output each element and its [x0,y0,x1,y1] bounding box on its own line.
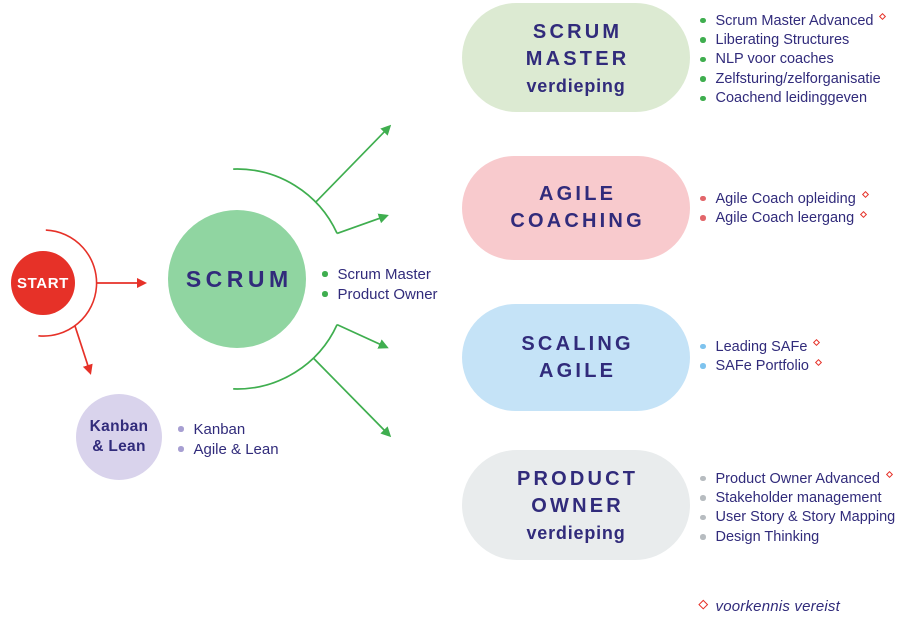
scrum-label: SCRUM [185,265,293,292]
bullet-icon [700,37,706,43]
course-item: NLP voor coaches [700,50,885,69]
bullet-icon [700,495,706,501]
course-item: Agile Coach opleiding [700,189,869,208]
pill-title-line: AGILE [539,183,617,205]
course-item: Scrum Master [322,264,438,284]
course-label: Zelfsturing/zelforganisatie [715,70,881,87]
prerequisite-diamond-icon [861,191,869,199]
course-item: Leading SAFe [700,337,821,356]
course-label: Leading SAFe [715,338,808,355]
start-arc [38,229,98,337]
arrow-scrum-to-scrum-master [315,124,392,203]
bullet-icon [700,95,706,101]
bullet-icon [700,514,706,521]
path-pill-scrum-master: SCRUM MASTER verdieping [462,3,690,112]
course-label: Kanban [193,420,246,438]
prerequisite-diamond-icon [885,471,893,479]
course-item: Product Owner Advanced [700,469,895,488]
course-label: Design Thinking [715,528,820,545]
course-item: SAFe Portfolio [700,356,823,375]
course-item: Agile & Lean [178,439,279,459]
course-label: Agile & Lean [193,440,279,458]
kanban-label-line1: Kanban [89,418,149,435]
bullet-icon [700,363,706,369]
bullet-icon [178,446,184,452]
course-list-kanban-lean: Kanban Agile & Lean [178,419,279,459]
course-label: NLP voor coaches [715,51,834,68]
course-list-product-owner: Product Owner Advanced Stakeholder manag… [700,469,895,547]
course-list-scrum: Scrum Master Product Owner [322,264,438,304]
course-label: Scrum Master [337,265,431,283]
bullet-icon [322,291,328,297]
course-item: Coachend leidinggeven [700,89,885,108]
course-label: Coachend leidinggeven [715,90,868,107]
course-item: Stakeholder management [700,488,895,507]
course-label: Agile Coach leergang [715,210,855,227]
course-label: Product Owner [337,285,438,303]
start-label: START [17,274,69,292]
course-item: Kanban [178,419,279,439]
legend-label: voorkennis vereist [715,598,840,615]
course-item: Liberating Structures [700,30,885,49]
course-label: Product Owner Advanced [715,470,880,487]
course-item: Design Thinking [700,527,895,546]
course-item: Product Owner [322,284,438,304]
course-item: Scrum Master Advanced [700,11,887,30]
bullet-icon [700,215,706,221]
start-node: START [11,251,75,315]
arrow-scrum-to-product-owner [312,357,392,438]
prerequisite-diamond-icon [814,358,823,366]
course-label: SAFe Portfolio [715,358,810,375]
pill-title-line: AGILE [539,359,617,382]
bullet-icon [700,56,706,63]
kanban-lean-node: Kanban & Lean [76,394,162,480]
kanban-label-line2: & Lean [92,438,146,455]
pill-title-line: SCALING [521,332,634,355]
bullet-icon [700,534,706,540]
arrow-start-to-kanban [74,325,93,375]
pill-title-line: SCRUM [532,20,623,43]
bullet-icon [700,17,706,24]
prerequisite-diamond-icon [698,599,708,610]
prerequisite-legend: voorkennis vereist [698,598,840,615]
course-item: Agile Coach leergang [700,208,868,227]
course-item: User Story & Story Mapping [700,508,895,527]
bullet-icon [700,195,706,202]
prerequisite-diamond-icon [860,210,868,218]
path-pill-scaling-agile: SCALING AGILE [462,304,690,411]
bullet-icon [700,343,706,350]
course-list-agile-coaching: Agile Coach opleiding Agile Coach leerga… [700,189,869,228]
pill-title-line: PRODUCT [516,468,639,490]
pill-title-line: OWNER [531,495,624,517]
scrum-top-arc [233,168,338,234]
scrum-node: SCRUM [168,210,306,348]
path-pill-product-owner: PRODUCT OWNER verdieping [462,450,690,560]
bullet-icon [178,426,184,432]
course-label: Scrum Master Advanced [715,12,874,29]
scrum-bottom-arc [233,324,338,390]
pill-title-line: COACHING [510,210,645,232]
course-label: Agile Coach opleiding [715,190,856,207]
pill-subtitle: verdieping [526,75,626,96]
bullet-icon [700,475,706,482]
course-label: Stakeholder management [715,490,882,507]
course-label: User Story & Story Mapping [715,509,896,526]
course-item: Zelfsturing/zelforganisatie [700,69,885,88]
bullet-icon [700,76,706,82]
course-list-scrum-master: Scrum Master Advanced Liberating Structu… [700,11,887,108]
course-label: Liberating Structures [715,32,850,49]
bullet-icon [322,271,328,277]
arrow-scrum-to-agile-coaching [336,213,389,235]
prerequisite-diamond-icon [879,13,887,21]
arrow-scrum-to-scaling-agile [336,323,389,349]
pill-subtitle: verdieping [526,523,626,543]
course-list-scaling-agile: Leading SAFe SAFe Portfolio [700,337,823,376]
pill-title-line: MASTER [525,47,630,70]
prerequisite-diamond-icon [813,339,821,347]
path-pill-agile-coaching: AGILE COACHING [462,156,690,260]
